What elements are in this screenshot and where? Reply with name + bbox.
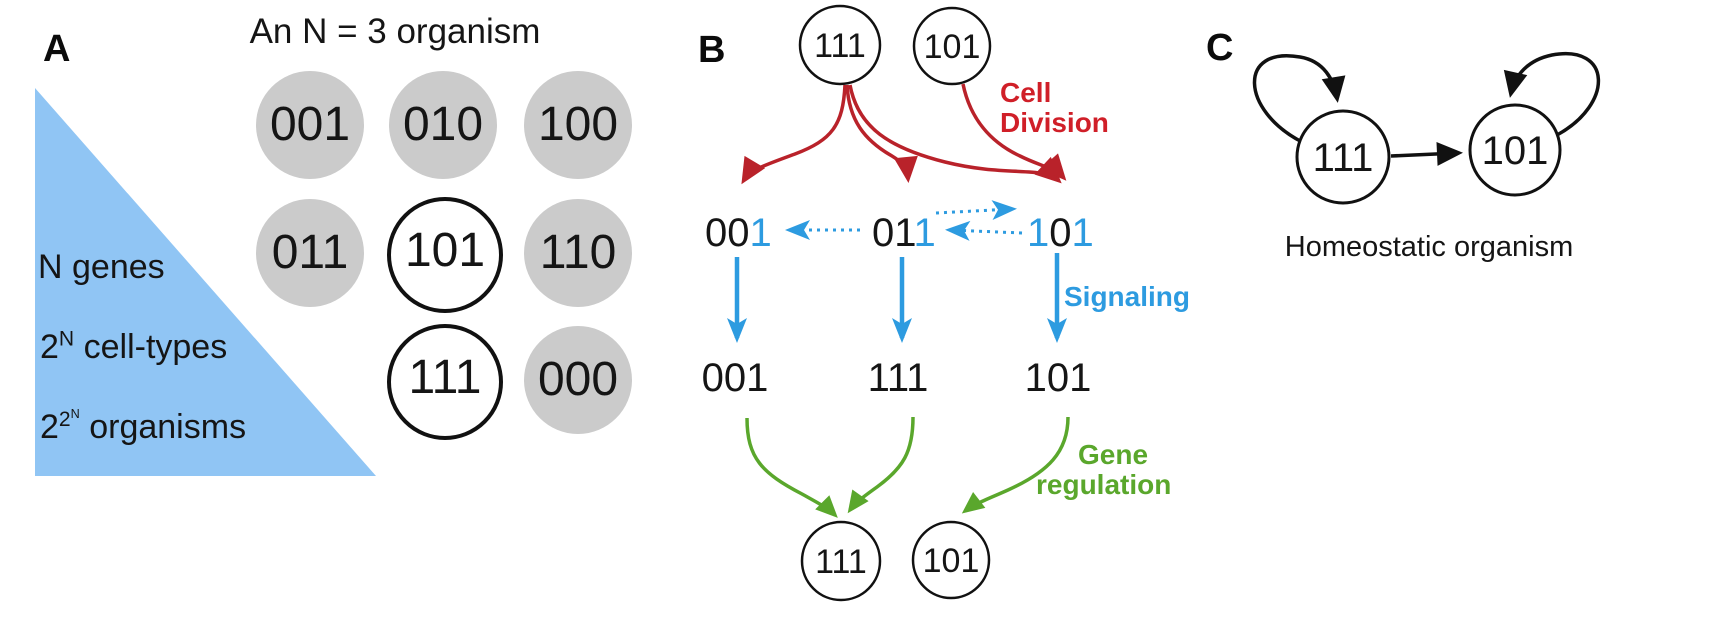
final-cell-state: 101 — [923, 542, 980, 580]
homeostatic-cell-circle — [1295, 109, 1391, 205]
signal-bit: 1 — [914, 211, 936, 255]
transition-arrow — [1390, 141, 1463, 166]
mother-cell-circle — [912, 6, 992, 86]
cell-type-node-circled: 111 — [387, 324, 503, 440]
mother-cell-state: 111 — [814, 27, 866, 65]
signaled-cell-state: 111 — [868, 356, 929, 400]
triangle-shape — [35, 88, 376, 476]
gene-regulation-label: regulation — [1036, 469, 1171, 500]
panel-a-label: A — [43, 28, 71, 70]
cell-division-label: Cell — [1000, 77, 1051, 108]
organisms-exponent: 2N — [58, 406, 80, 431]
mother-cell-state: 101 — [924, 28, 981, 66]
cell-type-node: 001 — [256, 71, 364, 179]
gene-regulation-label: Gene — [1078, 439, 1148, 470]
cell-type-node: 000 — [524, 326, 632, 434]
gene-bits: 01 — [872, 211, 915, 255]
homeostatic-cell-state: 101 — [1482, 129, 1549, 173]
gene-bits: 00 — [705, 211, 750, 255]
panel-c-caption: Homeostatic organism — [1285, 231, 1574, 263]
final-cell-circle — [911, 520, 991, 600]
organisms-rest: organisms — [79, 408, 247, 446]
signaling-dotted-arrow — [945, 220, 1023, 241]
final-cell-state: 111 — [815, 543, 867, 581]
signal-bit: 1 — [1027, 211, 1049, 255]
daughter-cell-state: 001 — [705, 211, 772, 255]
daughter-cell-state: 101 — [1027, 211, 1094, 255]
panel-a-title: An N = 3 organism — [249, 12, 541, 51]
cell-type-node-circled: 101 — [387, 197, 503, 313]
daughter-cell-state: 011 — [872, 211, 936, 255]
genes-text: N genes — [38, 248, 165, 286]
cell-type-node: 100 — [524, 71, 632, 179]
cell-division-arrow — [845, 84, 918, 183]
panel-b-diagram: B 111 101 Cell Division 001 011 101 Sign… — [698, 4, 1190, 602]
cell-division-label: Division — [1000, 107, 1109, 138]
gene-regulation-arrow — [745, 417, 838, 518]
homeostatic-cell-circle — [1468, 103, 1562, 197]
triangle-label-genes: N genes — [38, 248, 165, 287]
self-loop-arrow — [1503, 51, 1601, 137]
signaling-dotted-arrow — [935, 200, 1017, 221]
genome-triangle — [35, 88, 376, 476]
cell-type-node: 110 — [524, 199, 632, 307]
signaled-cell-state: 101 — [1025, 356, 1092, 400]
celltypes-exponent: N — [58, 327, 75, 351]
signal-bit: 1 — [1072, 211, 1094, 255]
cell-division-arrow — [741, 84, 847, 185]
panel-c-label: C — [1206, 27, 1233, 69]
triangle-label-celltypes: 2N cell-types — [40, 328, 227, 367]
triangle-label-organisms: 22N organisms — [40, 406, 247, 447]
cell-type-node: 010 — [389, 71, 497, 179]
celltypes-base: 2 — [40, 328, 59, 366]
self-loop-arrow — [1252, 54, 1346, 144]
final-cell-circle — [800, 520, 882, 602]
gene-regulation-arrow — [961, 416, 1070, 514]
cell-division-arrow — [848, 84, 1062, 184]
cell-type-node: 011 — [256, 199, 364, 307]
panel-b-label: B — [698, 29, 725, 71]
cell-division-arrow — [961, 83, 1067, 181]
panel-c-diagram: C 111 101 Homeostatic organism — [1206, 27, 1601, 263]
celltypes-rest: cell-types — [74, 328, 228, 366]
mother-cell-circle — [798, 4, 882, 86]
gene-regulation-arrow — [847, 416, 915, 514]
signaling-label: Signaling — [1064, 281, 1190, 312]
organisms-exp-base: 2 — [58, 407, 71, 431]
signal-bit: 1 — [750, 211, 772, 255]
gene-bits: 0 — [1049, 211, 1071, 255]
homeostatic-cell-state: 111 — [1313, 136, 1374, 180]
organisms-exp-exp: N — [70, 406, 80, 421]
organisms-base: 2 — [40, 408, 59, 446]
signaled-cell-state: 001 — [702, 356, 769, 400]
